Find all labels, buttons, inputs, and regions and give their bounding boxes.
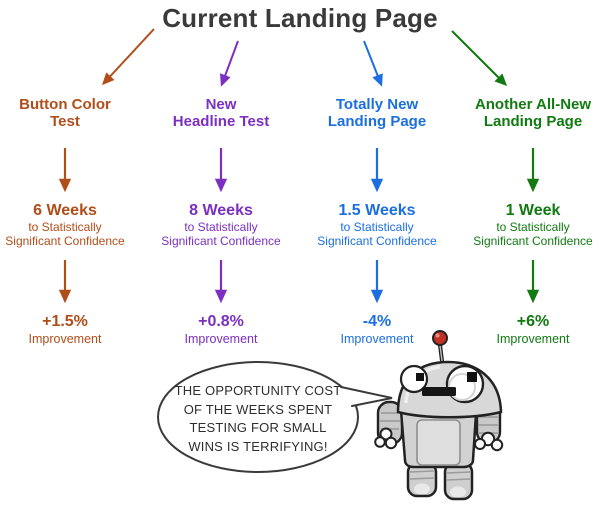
duration-caption-line2: Significant Confidence <box>317 234 437 248</box>
duration-caption-line1: to Statistically <box>28 220 102 234</box>
column-header-line1: New <box>205 96 237 113</box>
improvement-value: -4% <box>362 313 392 330</box>
column-header-new-headline-test: New Headline Test <box>136 96 306 130</box>
improvement-label: Improvement <box>28 332 102 346</box>
duration-block-col0: 6 Weeks to Statistically Significant Con… <box>0 202 150 248</box>
duration-value: 1.5 Weeks <box>338 202 416 219</box>
improvement-value: +0.8% <box>198 313 244 330</box>
column-header-line2: Headline Test <box>172 113 270 130</box>
speech-bubble-pointer <box>340 386 393 407</box>
column-header-line1: Totally New <box>335 96 419 113</box>
duration-block-col3: 1 Week to Statistically Significant Conf… <box>448 202 600 248</box>
improvement-block-col2: -4% Improvement <box>292 313 462 347</box>
column-header-line2: Test <box>50 113 80 130</box>
robot-eye-left <box>399 364 429 394</box>
duration-caption-line1: to Statistically <box>496 220 570 234</box>
duration-value: 1 Week <box>505 202 561 219</box>
robot-mouth <box>422 387 456 396</box>
arrow-title-to-col2 <box>363 40 383 87</box>
duration-block-col2: 1.5 Weeks to Statistically Significant C… <box>292 202 462 248</box>
column-header-another-all-new-landing-page: Another All-New Landing Page <box>448 96 600 130</box>
robot-leg-right <box>443 461 474 501</box>
duration-block-col1: 8 Weeks to Statistically Significant Con… <box>136 202 306 248</box>
arrow-title-to-col0 <box>102 28 155 86</box>
duration-caption-line2: Significant Confidence <box>5 234 125 248</box>
speech-bubble-line: WINS IS TERRIFYING! <box>188 438 328 454</box>
robot-mascot <box>374 330 504 501</box>
improvement-label: Improvement <box>184 332 258 346</box>
duration-caption-line2: Significant Confidence <box>473 234 593 248</box>
arrow-title-to-col1 <box>220 40 239 87</box>
arrow-title-to-col3 <box>451 30 508 87</box>
speech-bubble-line: TESTING FOR SMALL <box>189 420 327 435</box>
column-header-line1: Another All-New <box>474 96 592 113</box>
speech-bubble-line: OF THE WEEKS SPENT <box>183 401 333 417</box>
column-header-totally-new-landing-page: Totally New Landing Page <box>292 96 462 130</box>
column-header-line2: Landing Page <box>483 113 583 130</box>
page-title: Current Landing Page <box>162 3 438 33</box>
duration-value: 6 Weeks <box>33 202 97 219</box>
improvement-value: +6% <box>516 313 550 330</box>
duration-caption-line1: to Statistically <box>340 220 414 234</box>
improvement-label: Improvement <box>340 332 414 346</box>
column-header-line1: Button Color <box>19 96 111 113</box>
improvement-value: +1.5% <box>42 313 88 330</box>
improvement-block-col1: +0.8% Improvement <box>136 313 306 347</box>
duration-caption-line1: to Statistically <box>184 220 258 234</box>
duration-caption-line2: Significant Confidence <box>161 234 281 248</box>
improvement-block-col3: +6% Improvement <box>448 313 600 347</box>
robot-chest-panel <box>416 419 461 466</box>
robot-arm-left <box>374 400 404 450</box>
duration-value: 8 Weeks <box>189 202 253 219</box>
speech-bubble-ellipse <box>157 361 359 473</box>
column-header-line2: Landing Page <box>327 113 427 130</box>
speech-bubble-text: THE OPPORTUNITY COST OF THE WEEKS SPENT … <box>163 382 353 456</box>
column-header-button-color-test: Button Color Test <box>0 96 150 130</box>
improvement-block-col0: +1.5% Improvement <box>0 313 150 347</box>
improvement-label: Improvement <box>496 332 570 346</box>
speech-bubble-line: THE OPPORTUNITY COST <box>174 383 342 398</box>
